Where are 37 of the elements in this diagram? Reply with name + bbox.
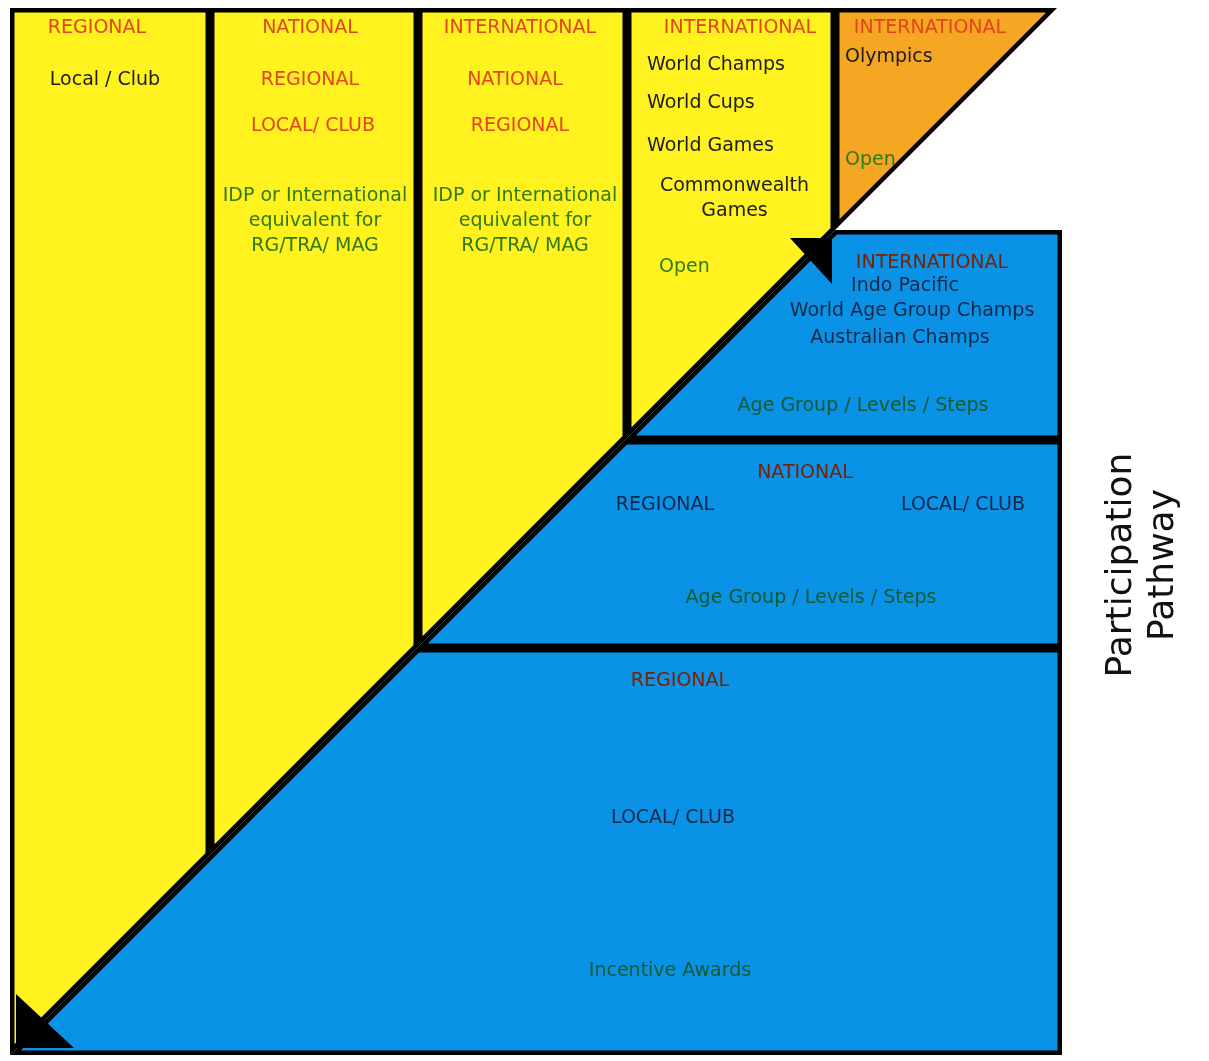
level-heading: NATIONAL [467, 66, 563, 91]
pathway-note: IDP or International equivalent for RG/TRA/ MAG [431, 182, 619, 257]
pathway-note: IDP or International equivalent for RG/TRA/ MAG [221, 182, 409, 257]
pathway-note: Incentive Awards [588, 957, 752, 982]
level-heading: REGIONAL [630, 667, 730, 692]
axis-title: Participation Pathway [1098, 451, 1182, 680]
competition-name: World Cups [647, 89, 755, 114]
competition-name: World Age Group Champs [789, 297, 1035, 322]
pathway-region [417, 440, 1062, 648]
competition-name: World Champs [647, 51, 785, 76]
pathway-region [10, 8, 210, 1055]
competition-name: Commonwealth Games [658, 172, 811, 222]
competition-name: Indo Pacific [851, 272, 959, 297]
pathway-region [10, 648, 1062, 1055]
level-heading: INTERNATIONAL [443, 14, 597, 39]
level-heading: NATIONAL [262, 14, 358, 39]
level-heading: INTERNATIONAL [853, 14, 1007, 39]
level-heading: REGIONAL [260, 66, 360, 91]
level-heading: Local / Club [49, 66, 161, 91]
level-heading: LOCAL/ CLUB [901, 491, 1025, 516]
pathway-region [625, 230, 1062, 440]
level-heading: NATIONAL [757, 459, 853, 484]
competition-name: World Games [647, 132, 774, 157]
level-heading: REGIONAL [615, 491, 715, 516]
pathway-region [835, 8, 1057, 230]
level-heading: LOCAL/ CLUB [251, 112, 375, 137]
pathway-note: Age Group / Levels / Steps [737, 392, 989, 417]
pathway-note: Open [659, 253, 710, 278]
competition-name: Australian Champs [810, 324, 990, 349]
pathway-note: Age Group / Levels / Steps [685, 584, 937, 609]
pathway-note: Open [845, 146, 896, 171]
level-heading: REGIONAL [47, 14, 147, 39]
level-heading: REGIONAL [470, 112, 570, 137]
competition-name: Olympics [845, 43, 933, 68]
level-heading: INTERNATIONAL [663, 14, 817, 39]
level-heading: INTERNATIONAL [855, 249, 1009, 274]
level-heading: LOCAL/ CLUB [611, 804, 735, 829]
